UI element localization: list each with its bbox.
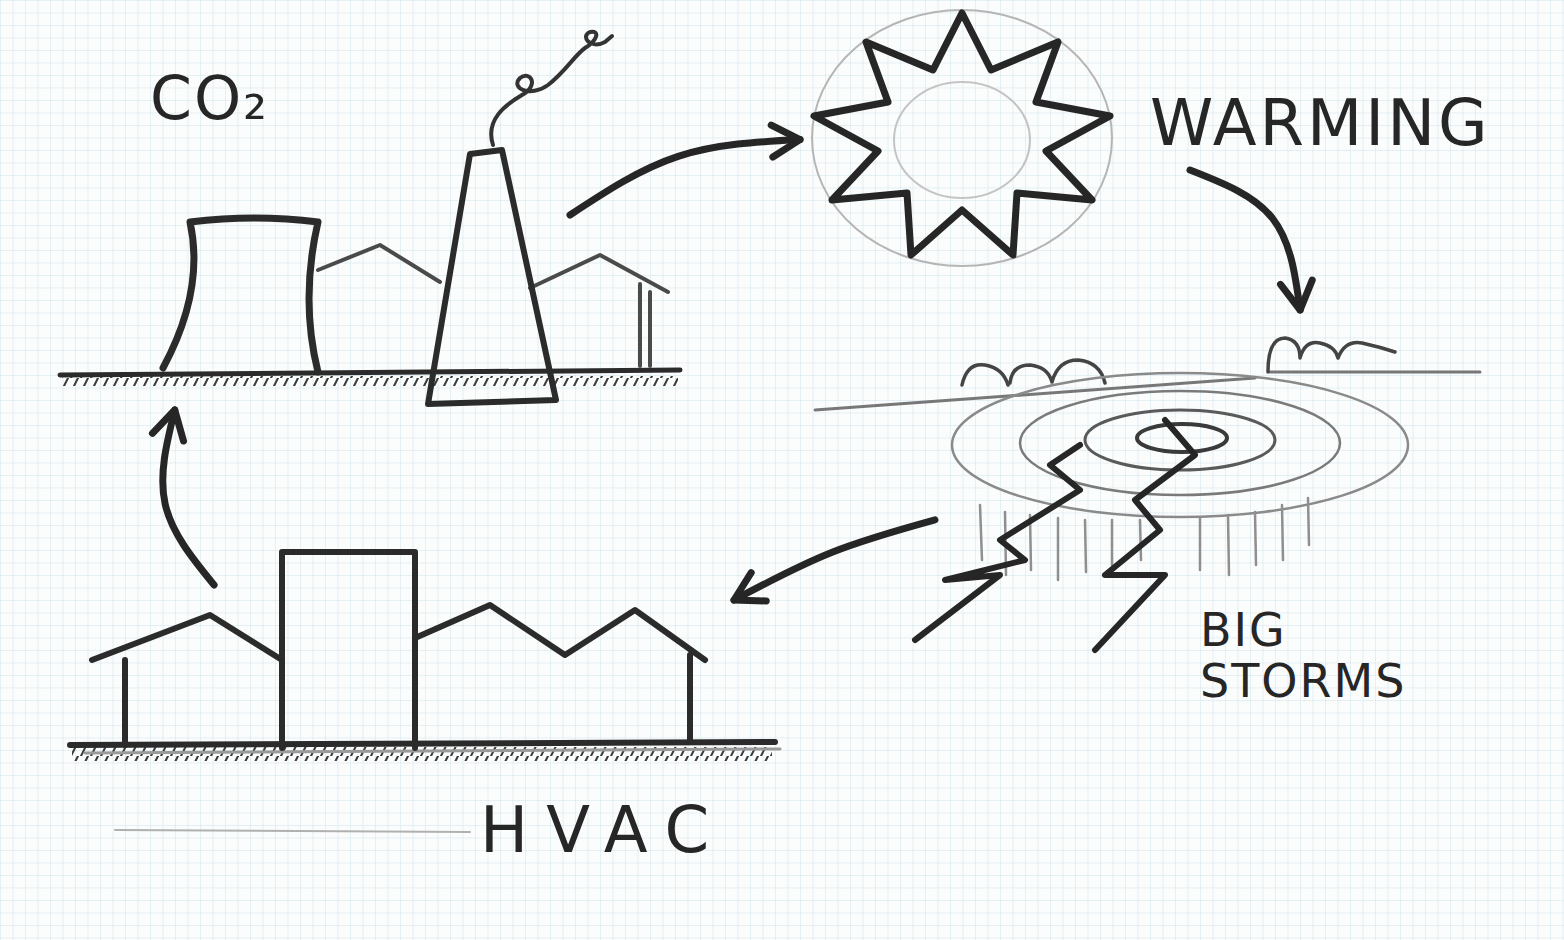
- ground-shadow: [85, 749, 780, 753]
- sun-star: [814, 13, 1110, 255]
- illustration-node: HVAC: [70, 585, 734, 885]
- sun-halo: [812, 10, 1112, 266]
- illustration-node: WARMING: [800, 10, 1540, 170]
- cycle-arrow: [163, 410, 214, 585]
- figure-label: HVAC: [480, 795, 727, 865]
- hills: [1268, 338, 1395, 372]
- house: [92, 615, 282, 745]
- roof-line: [318, 245, 440, 282]
- chimney: [428, 150, 556, 404]
- horizon-line: [815, 378, 1255, 410]
- cooling-tower: [163, 218, 318, 372]
- lightning-bolt: [1095, 420, 1195, 650]
- sun-core: [894, 82, 1030, 198]
- cycle-arrow: [734, 520, 935, 600]
- hills: [962, 360, 1105, 385]
- cycle-arrow: [1190, 170, 1300, 310]
- sawtooth-building: [415, 605, 705, 742]
- factory-building: [530, 255, 668, 366]
- smoke-curl: [491, 32, 612, 145]
- sketch-line: [115, 830, 470, 832]
- horizon-line: [1270, 371, 1480, 374]
- ground-line: [60, 370, 680, 375]
- ground-line: [70, 742, 775, 745]
- hurricane-ring: [952, 373, 1408, 517]
- illustration-node: BIG STORMS: [935, 310, 1495, 720]
- figure-label: WARMING: [1150, 88, 1491, 158]
- ground-hatch: [62, 376, 678, 386]
- tall-building: [282, 552, 415, 748]
- cycle-arrow: [570, 140, 800, 215]
- lightning-bolt: [915, 445, 1080, 640]
- illustration-node: CO₂: [60, 20, 570, 410]
- figure-label: BIG STORMS: [1200, 605, 1440, 706]
- figure-label: CO₂: [150, 65, 269, 131]
